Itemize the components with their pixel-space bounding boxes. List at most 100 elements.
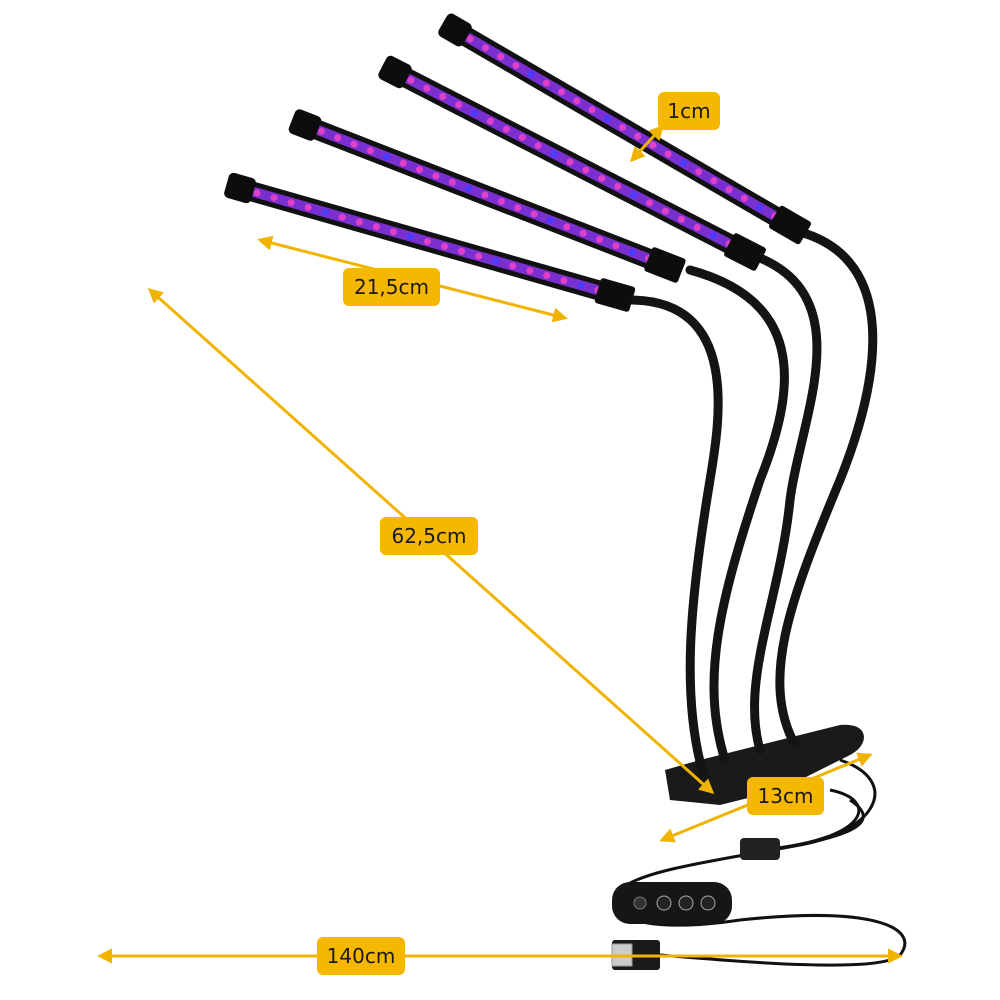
arrow-bar-width [629, 124, 665, 163]
controller-switch [612, 882, 732, 924]
led-dot [542, 79, 550, 87]
led-dot [466, 35, 474, 43]
light-bar [378, 55, 766, 271]
led-dot [526, 267, 534, 275]
led-dot [596, 236, 604, 244]
led-dot [481, 44, 489, 52]
led-dot [573, 97, 581, 105]
led-dot [563, 223, 571, 231]
led-dot [270, 194, 278, 202]
end-cap [224, 172, 256, 204]
cable-splitter [740, 838, 780, 860]
led-dot [603, 115, 611, 123]
led-dot [534, 142, 542, 150]
led-dot [407, 76, 415, 84]
led-dot [634, 132, 642, 140]
led-dot [366, 146, 374, 154]
led-dot [304, 203, 312, 211]
led-dot [424, 238, 431, 245]
end-cap [724, 233, 766, 271]
led-dot [441, 242, 449, 250]
led-dot [530, 210, 538, 218]
led-dot [527, 70, 535, 78]
led-dot [317, 127, 325, 135]
led-dot [492, 257, 500, 265]
led-dot [649, 141, 657, 149]
led-dot [664, 150, 672, 158]
led-dot [679, 159, 687, 167]
led-dot [334, 134, 342, 142]
light-bar [438, 13, 811, 245]
led-dot [253, 189, 261, 197]
label-bar-length: 21,5cm [343, 268, 440, 306]
led-dot [582, 166, 590, 174]
led-dot [677, 215, 685, 223]
led-dot [546, 216, 554, 224]
end-cap [288, 109, 322, 141]
led-dot [710, 177, 718, 185]
led-dot [543, 272, 551, 280]
led-dot [512, 61, 520, 69]
led-dot [458, 247, 466, 255]
end-cap [769, 205, 811, 245]
led-dot [558, 88, 566, 96]
led-dot [598, 174, 606, 182]
light-bars [224, 13, 811, 312]
led-dot [579, 229, 587, 237]
led-dot [560, 276, 568, 284]
light-bar [288, 109, 686, 283]
led-dot [350, 140, 358, 148]
end-cap [594, 278, 636, 312]
led-dot [509, 262, 517, 270]
led-dot [406, 233, 414, 241]
led-dot [577, 281, 585, 289]
led-dot [475, 252, 483, 260]
led-dot [518, 133, 526, 141]
led-dot [661, 207, 669, 215]
led-dot [614, 183, 622, 191]
led-dot [612, 242, 620, 250]
led-dot [432, 172, 440, 180]
led-dot [355, 218, 363, 226]
led-dot [287, 199, 295, 207]
led-dot [448, 178, 456, 186]
end-cap [644, 247, 686, 283]
led-dot [465, 185, 473, 193]
led-dot [588, 106, 596, 114]
goosenecks [625, 227, 878, 785]
led-dot [630, 191, 638, 199]
led-dot [497, 53, 505, 61]
led-dot [619, 124, 626, 131]
label-clip-width: 13cm [747, 777, 824, 815]
led-dot [389, 228, 397, 236]
led-dot [756, 203, 764, 211]
led-dot [725, 186, 733, 194]
led-dot [416, 166, 424, 174]
led-dot [693, 223, 701, 231]
led-dot [338, 213, 346, 221]
led-dot [455, 101, 463, 109]
led-dot [423, 84, 431, 92]
end-cap [438, 13, 472, 47]
led-dot [497, 197, 505, 205]
label-bar-width: 1cm [658, 92, 720, 130]
led-dot [514, 204, 522, 212]
led-dot [740, 194, 748, 202]
led-dot [481, 191, 489, 199]
label-total-height: 62,5cm [380, 517, 478, 555]
led-dot [502, 125, 510, 133]
label-cable-length: 140cm [317, 937, 405, 975]
led-dot [486, 117, 494, 125]
end-cap [378, 55, 412, 89]
led-dot [646, 199, 654, 207]
led-dot [628, 248, 636, 256]
led-dot [709, 232, 717, 240]
led-dot [321, 208, 329, 216]
led-dot [550, 150, 558, 158]
led-dot [372, 223, 380, 231]
led-dot [695, 168, 703, 176]
led-dot [399, 159, 407, 167]
led-dot [471, 109, 479, 117]
